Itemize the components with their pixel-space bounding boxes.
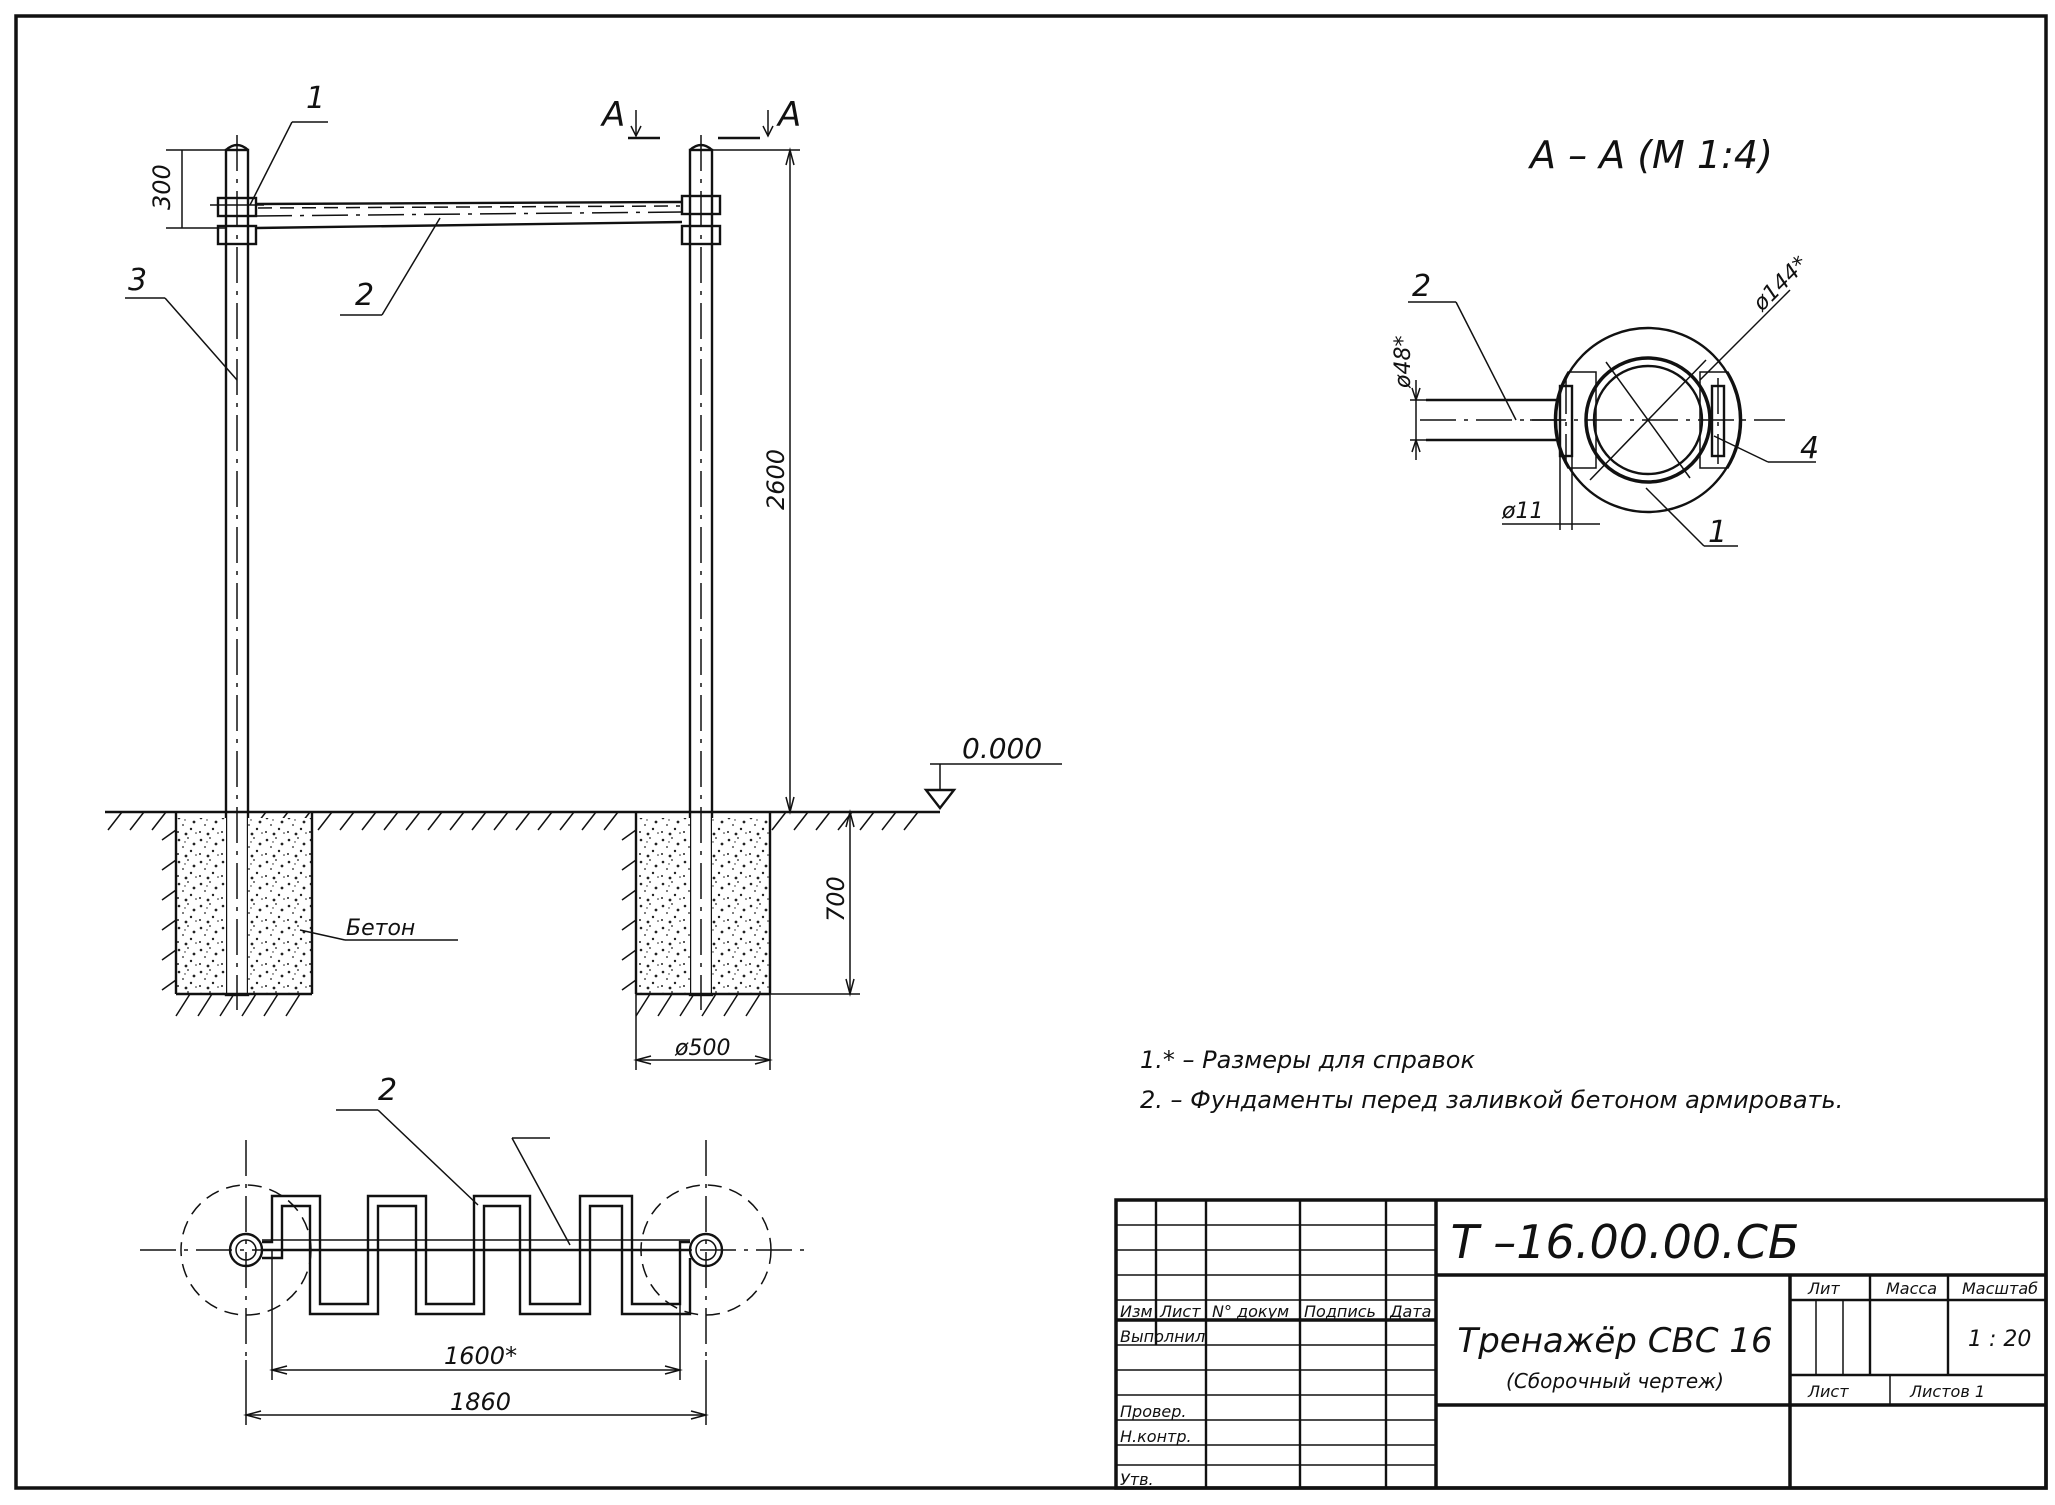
right-foundation: [621, 812, 772, 1017]
callout-3-label: 3: [128, 263, 147, 298]
sheet-label: Лист: [1807, 1382, 1849, 1401]
callout-2-front: 2: [340, 217, 441, 316]
sheets-count: Листов 1: [1909, 1382, 1985, 1401]
note-1: 1.* – Размеры для справок: [1140, 1046, 1475, 1074]
scale-value: 1 : 20: [1968, 1327, 2031, 1352]
col-sign: Подпись: [1304, 1302, 1376, 1321]
concrete-callout: Бетон: [299, 916, 458, 941]
section-mark-left-label: А: [600, 95, 625, 135]
section-view: А – А (М 1:4) ø48* ø144* ø11: [1391, 133, 1819, 550]
notes: 1.* – Размеры для справок 2. – Фундамент…: [1140, 1046, 1843, 1114]
drawing-number: Т –16.00.00.СБ: [1451, 1215, 1800, 1269]
right-clamp: [680, 194, 722, 246]
note-2: 2. – Фундаменты перед заливкой бетоном а…: [1140, 1086, 1843, 1114]
sheet-frame: [14, 14, 2048, 1490]
front-view: 300 2600 700 ø500 0.000: [105, 81, 1062, 1070]
dim-1600-label: 1600*: [444, 1342, 517, 1370]
callout-2-plan-label: 2: [378, 1073, 397, 1108]
dim-1860-label: 1860: [450, 1388, 511, 1416]
section-mark-right-label: А: [776, 95, 801, 135]
dim-300-label: 300: [148, 164, 176, 210]
product-name: Тренажёр СВС 16: [1457, 1321, 1772, 1361]
callout-3: 3: [125, 263, 238, 381]
dim-500: ø500: [633, 994, 773, 1070]
dim-2600-label: 2600: [762, 449, 790, 510]
dim-11-label: ø11: [1501, 499, 1543, 524]
right-post: [688, 135, 714, 1010]
section-title: А – А (М 1:4): [1527, 133, 1773, 177]
callout-1: 1: [249, 81, 328, 206]
lit-header: Лит: [1807, 1279, 1840, 1298]
row-norm: Н.контр.: [1120, 1427, 1192, 1446]
row-done: Выполнил: [1120, 1327, 1205, 1346]
callout-2-section-label: 2: [1412, 269, 1431, 304]
level-label: 0.000: [962, 732, 1042, 765]
callout-2-front-label: 2: [355, 278, 374, 313]
col-doc: N° докум: [1212, 1302, 1289, 1321]
left-post: [224, 135, 250, 1010]
left-clamp: [210, 196, 264, 246]
scale-header: Масштаб: [1962, 1279, 2038, 1298]
col-list: Лист: [1159, 1302, 1201, 1321]
row-check: Провер.: [1120, 1402, 1187, 1421]
col-izm: Изм: [1120, 1302, 1153, 1321]
dim-700-label: 700: [822, 876, 850, 922]
plan-view: 2 1600* 1860: [140, 1073, 810, 1425]
dim-700: 700: [770, 809, 860, 997]
callout-1-section-label: 1: [1708, 515, 1727, 550]
mass-header: Масса: [1886, 1279, 1937, 1298]
ground-line: [105, 810, 940, 831]
level-mark: 0.000: [923, 732, 1062, 810]
section-mark-right: А: [718, 95, 801, 140]
product-subtitle: (Сборочный чертеж): [1506, 1369, 1724, 1393]
dim-300: 300: [148, 149, 226, 229]
callout-4-label: 4: [1800, 431, 1819, 466]
dim-500-label: ø500: [674, 1036, 730, 1061]
dim-48-label: ø48*: [1391, 336, 1416, 389]
row-approve: Утв.: [1120, 1470, 1154, 1489]
left-foundation: [161, 812, 314, 1017]
dim-144-label: ø144*: [1748, 252, 1813, 317]
section-mark-left: А: [600, 95, 660, 140]
callout-1-label: 1: [306, 81, 325, 116]
zigzag-bar-inner: [262, 1204, 692, 1316]
horizontal-bar: [255, 200, 683, 230]
title-block: Изм Лист N° докум Подпись Дата Выполнил …: [1114, 1198, 2048, 1490]
concrete-label: Бетон: [346, 916, 415, 941]
dim-2600: 2600: [712, 147, 800, 815]
col-date: Дата: [1389, 1302, 1431, 1321]
